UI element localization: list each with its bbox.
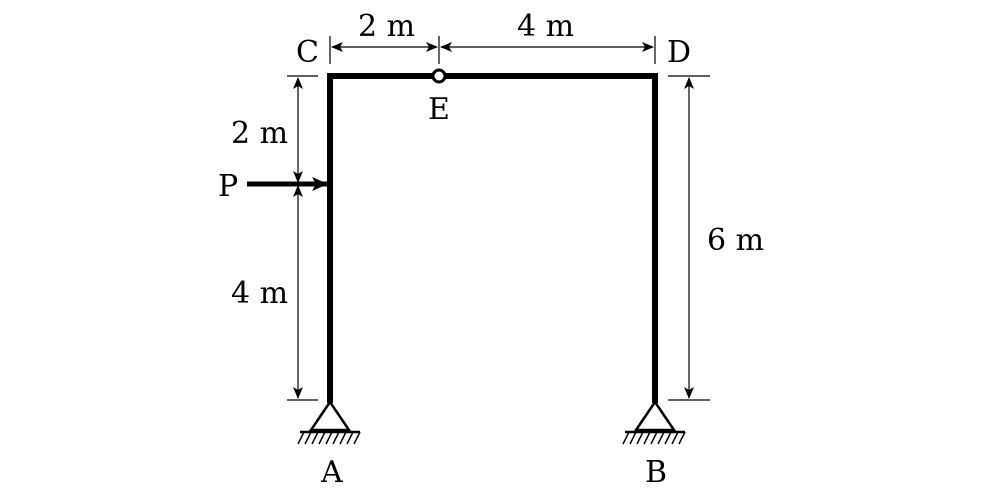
dim-left-lower: 4 m [231, 276, 288, 311]
point-label-b: B [645, 455, 667, 490]
point-label-c: C [296, 35, 319, 70]
load-p-label: P [218, 169, 238, 204]
point-label-a: A [320, 455, 343, 490]
point-label-d: D [667, 35, 691, 70]
dim-top-left: 2 m [358, 9, 415, 44]
point-label-e: E [428, 92, 450, 127]
hinge-e [431, 68, 447, 84]
extension-lines [287, 36, 710, 401]
dim-top-right: 4 m [517, 9, 574, 44]
dim-left-upper: 2 m [231, 116, 288, 151]
dim-right-height: 6 m [707, 223, 764, 258]
pin-support-a [297, 399, 361, 445]
frame-members [327, 73, 658, 403]
dimension-lines [293, 42, 694, 399]
pin-support-b [622, 399, 686, 445]
